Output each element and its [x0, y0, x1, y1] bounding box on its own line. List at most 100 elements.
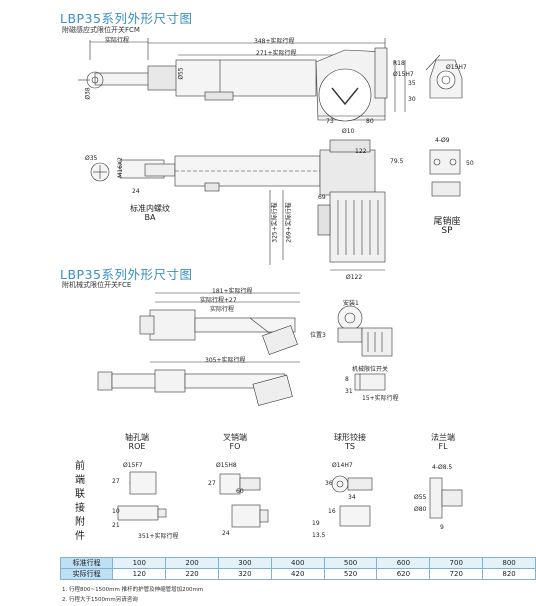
- table-cell: 520: [323, 568, 378, 580]
- attachment-code: FL: [438, 442, 448, 451]
- dim-13-5: 13.5: [312, 532, 326, 539]
- table-cell: 500: [323, 557, 378, 569]
- attachment-fo: 叉销端 FO: [210, 433, 260, 451]
- attachment-code: TS: [345, 442, 355, 451]
- side-char: 端: [75, 475, 85, 486]
- dim-d122: Ø122: [346, 274, 363, 281]
- dim-348: 348+实际行程: [254, 38, 295, 45]
- rod-end-type: 标准内螺纹: [130, 204, 170, 213]
- dim-m16: M16X2: [116, 157, 124, 178]
- dim-30: 30: [408, 96, 416, 103]
- dim-19: 19: [312, 520, 320, 527]
- table-cell: 220: [165, 568, 219, 580]
- dim-73: 73: [326, 118, 334, 125]
- dim-d38: Ø38: [84, 87, 92, 100]
- dim-d15h7-a: Ø15H7: [393, 71, 414, 78]
- table-cell: 800: [482, 557, 536, 569]
- stroke-table: 标准行程 100 200 300 400 500 600 700 800 实际行…: [59, 557, 536, 580]
- rod-end-caption: 标准内螺纹 BA: [120, 204, 180, 222]
- dim-80: 80: [366, 118, 374, 125]
- dim-50: 50: [466, 160, 474, 167]
- attachment-name: 法兰端: [431, 433, 455, 442]
- dim-d15h7-b: Ø15H7: [446, 64, 467, 71]
- table-row-label: 标准行程: [59, 557, 114, 569]
- attachment-name: 叉销端: [223, 433, 247, 442]
- dim-actual-stroke: 实际行程: [105, 37, 130, 44]
- dim-16: 16: [328, 508, 336, 515]
- dim-79: 79.5: [390, 158, 404, 165]
- dim-4-d9: 4-Ø9: [435, 137, 450, 144]
- dim-181: 181+实际行程: [212, 288, 253, 295]
- dim-d10: Ø10: [342, 128, 355, 135]
- dim-27b: 27: [208, 480, 216, 487]
- table-cell: 300: [218, 557, 272, 569]
- dim-325: 325+实际行程: [271, 202, 279, 243]
- attachments-side-label: 前 端 联 接 附 件: [74, 460, 86, 544]
- dim-34: 34: [348, 494, 356, 501]
- dim-9: 9: [440, 524, 444, 531]
- table-cell: 620: [376, 568, 431, 580]
- dim-d55: Ø55: [177, 67, 185, 80]
- side-char: 件: [75, 531, 85, 542]
- dim-27: 27: [112, 478, 120, 485]
- dim-10: 10: [112, 508, 120, 515]
- table-cell: 100: [112, 557, 167, 569]
- dim-r18: R18: [393, 60, 405, 67]
- dim-35: 35: [408, 80, 416, 87]
- rod-end-code: BA: [144, 213, 156, 222]
- table-cell: 320: [218, 568, 272, 580]
- note-2: 2. 行程大于1500mm另请咨询: [62, 597, 138, 603]
- table-cell: 820: [482, 568, 536, 580]
- table-cell: 400: [270, 557, 325, 569]
- attachment-name: 球形铰接: [334, 433, 366, 442]
- dim-269: 269+实际行程: [285, 202, 293, 243]
- section2-title: LBP35系列外形尺寸图: [60, 267, 193, 282]
- section1-title: LBP35系列外形尺寸图: [60, 11, 193, 26]
- dim-4-d8-5: 4-Ø8.5: [432, 464, 453, 471]
- tail-caption: 尾销座 SP: [422, 218, 472, 236]
- dim-stroke27: 实际行程+27: [200, 297, 237, 304]
- dim-24: 24: [132, 188, 140, 195]
- tail-type: 尾销座: [433, 217, 461, 227]
- dim-351: 351+实际行程: [138, 533, 179, 540]
- dim-305: 305+实际行程: [205, 357, 246, 364]
- install-label: 安装1: [343, 300, 359, 307]
- table-cell: 720: [429, 568, 484, 580]
- attachment-ts: 球形铰接 TS: [325, 433, 375, 451]
- attachment-code: FO: [229, 442, 241, 451]
- section2-subtitle: 附机械式限位开关FCE: [62, 281, 132, 289]
- table-row-label: 实际行程: [59, 568, 114, 580]
- dim-8: 8: [345, 376, 349, 383]
- dim-36: 36: [325, 480, 333, 487]
- table-cell: 200: [165, 557, 219, 569]
- attachment-roe: 轴孔端 ROE: [112, 433, 162, 451]
- dim-69: 69: [318, 194, 326, 201]
- pos-label: 位置3: [310, 332, 326, 339]
- attachment-name: 轴孔端: [125, 433, 149, 442]
- tail-code: SP: [441, 226, 453, 236]
- table-cell: 600: [376, 557, 431, 569]
- table-cell: 420: [270, 568, 325, 580]
- dim-d55-b: Ø55: [414, 494, 427, 501]
- dim-271: 271+实际行程: [256, 50, 297, 57]
- side-char: 前: [75, 461, 85, 472]
- dim-stroke: 实际行程: [210, 306, 235, 313]
- dim-roe-dia: Ø15F7: [123, 462, 143, 469]
- dim-d35: Ø35: [85, 155, 98, 162]
- switch-label: 机械限位开关: [352, 366, 389, 373]
- side-char: 联: [75, 489, 85, 500]
- dim-31: 31: [345, 388, 353, 395]
- dim-15-stroke: 15+实际行程: [362, 395, 399, 402]
- table-cell: 700: [429, 557, 484, 569]
- dim-122: 122: [355, 148, 367, 155]
- attachment-fl: 法兰端 FL: [418, 433, 468, 451]
- dim-60: 60: [236, 488, 244, 495]
- section1-subtitle: 附磁感应式限位开关FCM: [62, 26, 140, 34]
- dim-d80: Ø80: [414, 506, 427, 513]
- table-row: 标准行程 100 200 300 400 500 600 700 800: [59, 557, 536, 569]
- table-row: 实际行程 120 220 320 420 520 620 720 820: [59, 568, 536, 580]
- note-1: 1. 行程800~1500mm 推杆的护管及伸缩管增加200mm: [62, 587, 204, 593]
- dim-fo-dia: Ø15H8: [216, 462, 237, 469]
- table-cell: 120: [112, 568, 167, 580]
- attachment-code: ROE: [128, 442, 146, 451]
